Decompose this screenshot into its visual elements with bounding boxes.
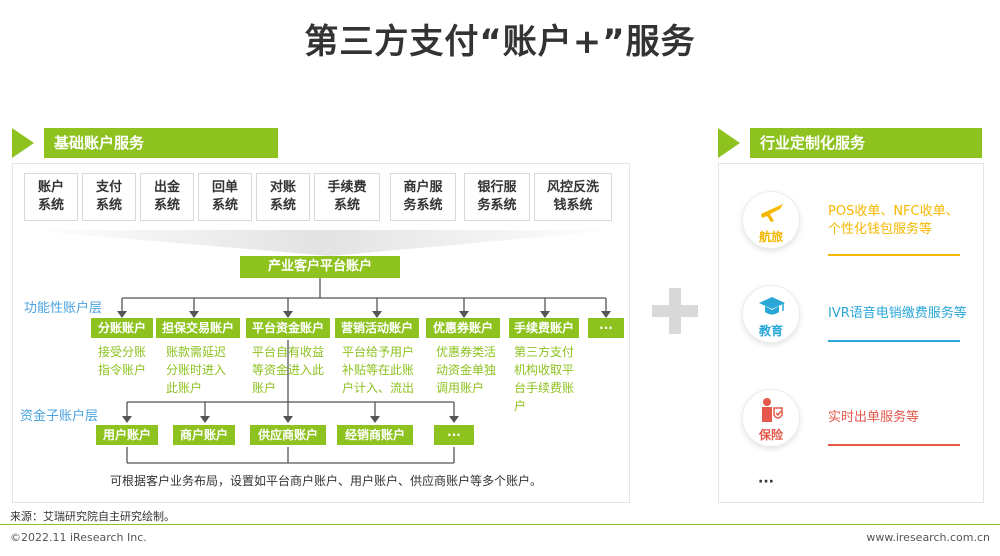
functional-account-box: 平台资金账户	[246, 318, 330, 338]
system-box: 对账 系统	[256, 173, 310, 221]
functional-account-box: 营销活动账户	[335, 318, 419, 338]
industry-service-text: POS收单、NFC收单、 个性化钱包服务等	[828, 204, 959, 237]
functional-account-desc: 优惠券类活 动资金单独 调用账户	[436, 345, 497, 395]
platform-account-box: 产业客户平台账户	[240, 256, 400, 278]
industry-service-text: 实时出单服务等	[828, 410, 920, 425]
system-box: 支付 系统	[82, 173, 136, 221]
functional-account-box: 分账账户	[91, 318, 153, 338]
functional-account-desc: 接受分账 指令账户	[98, 345, 147, 377]
system-label: 支付 系统	[95, 180, 122, 213]
sub-account-box: ···	[434, 425, 474, 445]
system-box: 回单 系统	[198, 173, 252, 221]
basic-account-services-header: 基础账户服务	[12, 128, 278, 158]
system-label: 银行服 务系统	[477, 180, 517, 213]
section-title: 行业定制化服务	[750, 128, 982, 158]
system-box: 账户 系统	[24, 173, 78, 221]
functional-account-box: 优惠券账户	[426, 318, 500, 338]
functional-account-desc: 第三方支付 机构收取平 台手续费账 户	[514, 345, 575, 413]
functional-layer-label: 功能性账户层	[24, 301, 103, 316]
functional-account-desc: 平台给予用户 补贴等在此账 户计入、流出	[342, 345, 415, 395]
website-link[interactable]: www.iresearch.com.cn	[866, 531, 990, 544]
sub-account-box: 经销商账户	[337, 425, 413, 445]
section-arrow-icon	[718, 128, 740, 158]
plus-icon-vertical	[669, 288, 681, 334]
functional-account-box: ···	[588, 318, 624, 338]
section-title: 基础账户服务	[44, 128, 278, 158]
industry-circle: 教育	[742, 285, 800, 343]
sub-account-box: 商户账户	[173, 425, 235, 445]
system-label: 风控反洗 钱系统	[546, 180, 599, 213]
more-indicator: ···	[758, 474, 774, 490]
functional-account-box: 手续费账户	[509, 318, 579, 338]
system-box: 风控反洗 钱系统	[534, 173, 612, 221]
industry-underline	[828, 254, 960, 256]
system-label: 回单 系统	[211, 180, 238, 213]
page-title: 第三方支付“账户+”服务	[304, 22, 696, 62]
industry-underline	[828, 444, 960, 446]
footer-divider	[0, 524, 1000, 525]
industry-custom-services-header: 行业定制化服务	[718, 128, 982, 158]
system-box: 银行服 务系统	[464, 173, 530, 221]
industry-circle: 保险	[742, 389, 800, 447]
source-note: 来源：艾瑞研究院自主研究绘制。	[10, 510, 175, 523]
functional-account-desc: 账款需延迟 分账时进入 此账户	[166, 345, 227, 395]
system-label: 对账 系统	[269, 180, 296, 213]
functional-account-desc: 平台自有收益 等资金进入此 账户	[252, 345, 325, 395]
sub-account-box: 供应商账户	[250, 425, 326, 445]
system-label: 账户 系统	[37, 180, 64, 213]
converge-shape	[24, 230, 620, 256]
sub-account-box: 用户账户	[96, 425, 158, 445]
industry-label: 航旅	[758, 230, 783, 244]
industry-label: 教育	[758, 324, 783, 338]
system-label: 手续费 系统	[327, 180, 367, 213]
industry-circle: 航旅	[742, 191, 800, 249]
section-arrow-icon	[12, 128, 34, 158]
system-box: 出金 系统	[140, 173, 194, 221]
system-box: 商户服 务系统	[390, 173, 456, 221]
system-label: 出金 系统	[153, 180, 180, 213]
functional-account-box: 担保交易账户	[156, 318, 240, 338]
industry-underline	[828, 340, 960, 342]
system-label: 商户服 务系统	[403, 180, 443, 213]
industry-service-text: IVR语音电销缴费服务等	[828, 306, 967, 321]
sub-account-layer-label: 资金子账户层	[20, 409, 99, 424]
system-box: 手续费 系统	[314, 173, 380, 221]
layout-note: 可根据客户业务布局，设置如平台商户账户、用户账户、供应商账户等多个账户。	[110, 474, 543, 488]
industry-label: 保险	[758, 428, 783, 442]
copyright: ©2022.11 iResearch Inc.	[10, 531, 147, 544]
